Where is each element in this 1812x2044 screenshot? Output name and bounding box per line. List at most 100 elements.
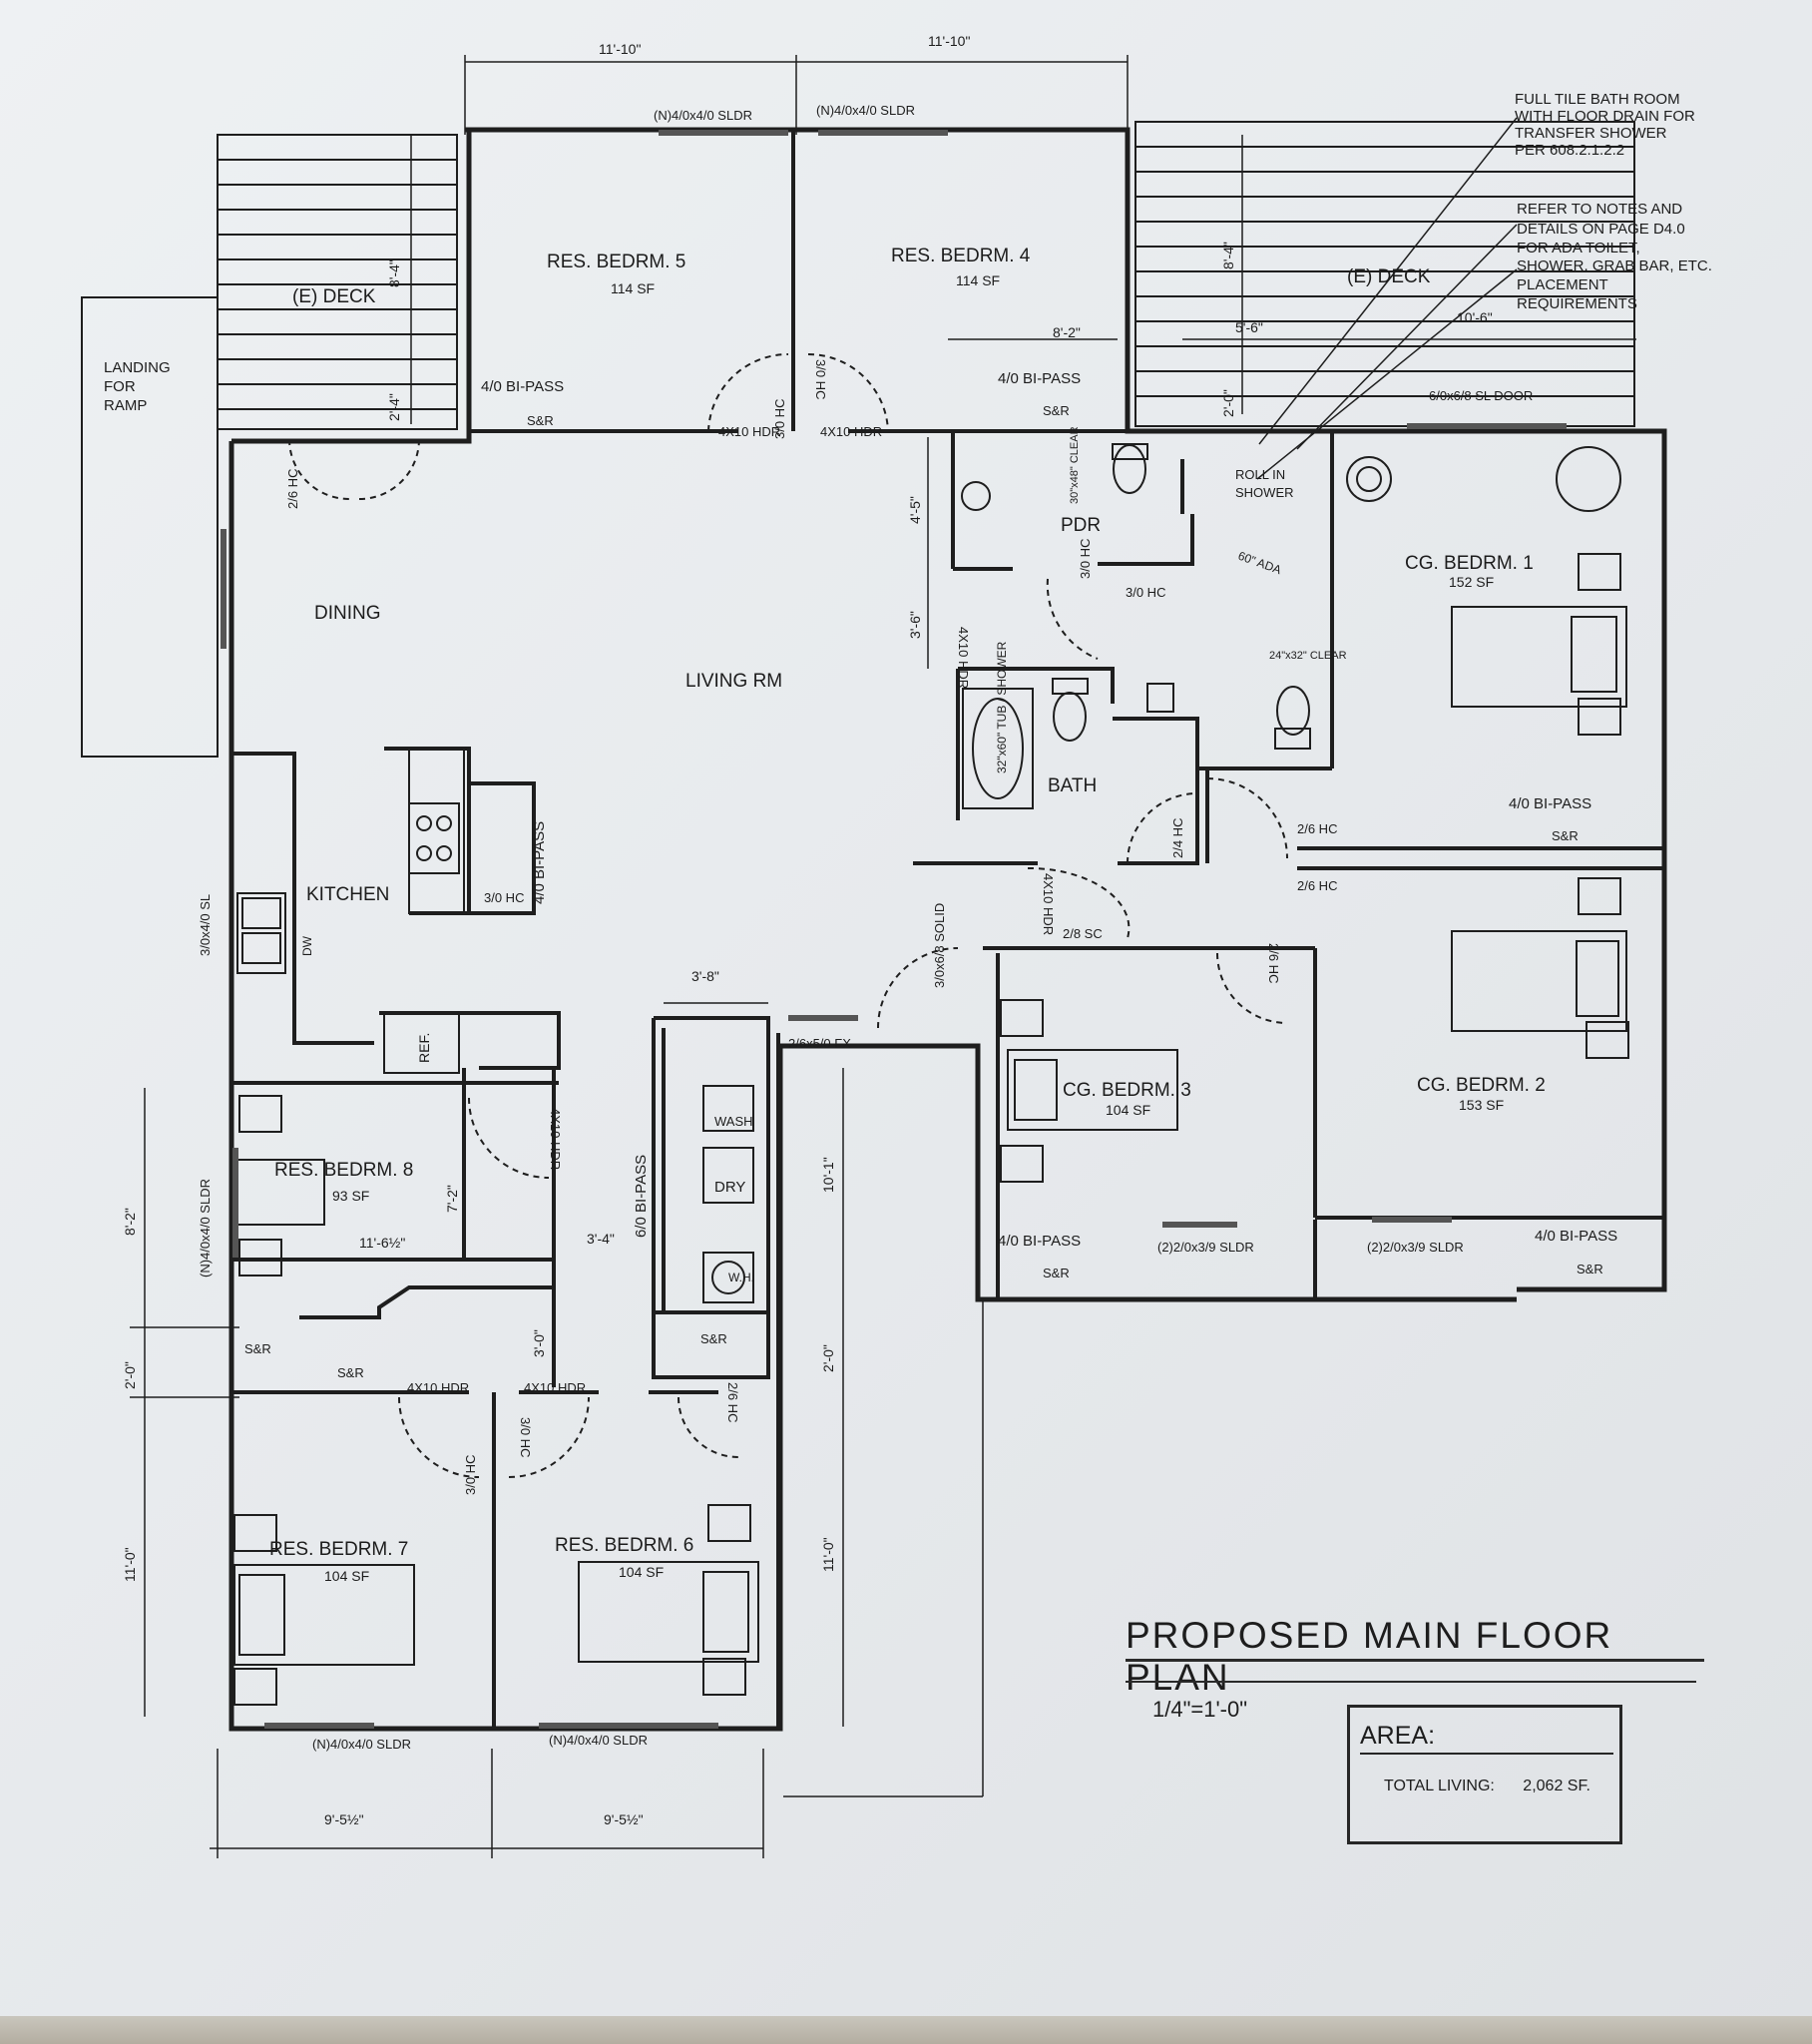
label-hdr7: 4X10 HDR xyxy=(548,1108,563,1170)
label-bipass-b2: 4/0 BI-PASS xyxy=(1535,1228,1617,1245)
label-door-28sc: 2/8 SC xyxy=(1063,926,1103,941)
windows xyxy=(221,130,1567,1729)
label-bipass-b5: 4/0 BI-PASS xyxy=(481,378,564,395)
roll-in-label-1: ROLL IN xyxy=(1235,467,1285,482)
kitchen-fixtures xyxy=(236,748,754,1303)
label-door-30hc-e: 3/0 HC xyxy=(1078,539,1093,579)
note1-line4: PER 608.2.1.2.2 xyxy=(1515,142,1624,159)
ramp-landing-outline xyxy=(81,296,219,758)
dim-right-b: 2'-0" xyxy=(820,1344,836,1372)
label-wash: WASH xyxy=(714,1114,753,1129)
label-bipass-kitchen: 4/0 BI-PASS xyxy=(531,821,548,904)
label-sr-b5: S&R xyxy=(527,413,554,428)
room-area-bedroom5: 114 SF xyxy=(611,280,655,296)
label-sr-b3: S&R xyxy=(1043,1266,1070,1280)
label-wh: W.H. xyxy=(728,1271,754,1284)
room-area-cg-bedroom1: 152 SF xyxy=(1449,574,1494,590)
dim-bedrm8-width: 11'-6½" xyxy=(359,1235,405,1251)
room-area-bedroom6: 104 SF xyxy=(619,1564,664,1580)
room-area-bedroom8: 93 SF xyxy=(332,1188,369,1204)
label-dw: DW xyxy=(300,935,314,956)
label-door-solid: 3/0x6/8 SOLID xyxy=(932,903,947,988)
landing-label-1: LANDING xyxy=(104,359,171,376)
dim-hall-b: 3'-6" xyxy=(907,611,923,639)
note1-line1: FULL TILE BATH ROOM xyxy=(1515,91,1680,108)
area-value: 2,062 SF. xyxy=(1523,1778,1590,1794)
label-door-30hc-a: 3/0 HC xyxy=(484,890,524,905)
label-sldr-bottom-left: (N)4/0x4/0 SLDR xyxy=(312,1737,411,1752)
area-label: TOTAL LIVING: xyxy=(1384,1778,1495,1794)
room-label-cg-bedroom1: CG. BEDRM. 1 xyxy=(1405,553,1534,574)
label-hdr4: 4X10 HDR xyxy=(524,1380,586,1395)
note-leaders xyxy=(1256,117,1518,480)
label-ref: REF. xyxy=(416,1033,432,1063)
area-line: TOTAL LIVING: 2,062 SF. xyxy=(1384,1778,1614,1795)
dim-laundry-width: 3'-8" xyxy=(691,968,719,984)
room-area-bedroom7: 104 SF xyxy=(324,1568,369,1584)
label-door-26hc-a: 2/6 HC xyxy=(1297,821,1337,836)
roll-in-label-2: SHOWER xyxy=(1235,485,1294,500)
dim-bedrm4-width: 8'-2" xyxy=(1053,324,1081,340)
dim-left-a: 8'-2" xyxy=(122,1208,138,1236)
dim-deck-right-c: 2'-0" xyxy=(1220,389,1236,417)
table-surface xyxy=(0,2016,1812,2044)
dim-deck-small-left: 2'-4" xyxy=(386,393,402,421)
label-sr-b2: S&R xyxy=(1577,1262,1603,1277)
room-label-deck-left: (E) DECK xyxy=(292,286,376,307)
note2-line1: REFER TO NOTES AND xyxy=(1517,201,1682,218)
room-label-bath: BATH xyxy=(1048,775,1097,796)
title-underline xyxy=(1126,1681,1696,1683)
label-sr-hall2: S&R xyxy=(337,1365,364,1380)
dim-top-left: 11'-10" xyxy=(599,41,641,57)
label-sr-hall: S&R xyxy=(244,1341,271,1356)
label-hdr6: 4X10 HDR xyxy=(1041,873,1056,935)
room-area-cg-bedroom2: 153 SF xyxy=(1459,1097,1504,1113)
label-sldr-top-right: (N)4/0x4/0 SLDR xyxy=(816,103,915,118)
label-door-30hc-g: 3/0 HC xyxy=(518,1417,533,1457)
dim-left-c: 11'-0" xyxy=(122,1547,138,1582)
dim-hall-c: 3'-4" xyxy=(587,1231,615,1247)
landing-label-2: FOR xyxy=(104,378,136,395)
label-dry: DRY xyxy=(714,1179,745,1196)
label-hdr2: 4X10 HDR xyxy=(820,424,882,439)
dimension-lines xyxy=(130,55,1636,1858)
area-heading: AREA: xyxy=(1360,1722,1613,1755)
label-door-30hc-b: 3/0 HC xyxy=(1126,585,1165,600)
interior-walls xyxy=(231,130,1664,1729)
label-bipass-b1: 4/0 BI-PASS xyxy=(1509,795,1591,812)
label-ada: 60" ADA xyxy=(1236,549,1283,578)
left-deck xyxy=(217,134,458,430)
room-label-deck-right: (E) DECK xyxy=(1347,266,1431,287)
label-bipass-laundry: 6/0 BI-PASS xyxy=(633,1155,650,1238)
dim-hall-a: 4'-5" xyxy=(907,496,923,524)
right-deck xyxy=(1134,121,1635,427)
label-sr-b4: S&R xyxy=(1043,403,1070,418)
room-label-bedroom4: RES. BEDRM. 4 xyxy=(891,246,1031,266)
room-label-cg-bedroom2: CG. BEDRM. 2 xyxy=(1417,1075,1546,1096)
label-door-30hc-c: 3/0 HC xyxy=(772,399,787,439)
label-door-26hc-c: 2/6 HC xyxy=(285,469,300,509)
label-hdr1: 4X10 HDR xyxy=(718,424,780,439)
label-hdr5: 4X10 HDR xyxy=(956,627,971,689)
room-label-bedroom8: RES. BEDRM. 8 xyxy=(274,1160,413,1181)
dim-bottom-left: 9'-5½" xyxy=(324,1811,364,1827)
label-sldr-b2: (2)2/0x3/9 SLDR xyxy=(1367,1240,1464,1255)
dim-bedrm8-height: 7'-2" xyxy=(444,1185,460,1213)
label-fx: 2/6x5/0 FX xyxy=(788,1036,851,1051)
label-sl-door: 6/0x6/8 SL DOOR xyxy=(1429,388,1533,403)
label-bipass-b3: 4/0 BI-PASS xyxy=(998,1233,1081,1250)
drawing-scale: 1/4"=1'-0" xyxy=(1152,1697,1248,1722)
dim-top-right: 11'-10" xyxy=(928,33,970,49)
room-label-living: LIVING RM xyxy=(685,671,782,692)
furniture-beds xyxy=(233,553,1629,1706)
dim-deck-right-height: 8'-4" xyxy=(1220,242,1236,269)
bath-fixtures xyxy=(961,443,1621,809)
note2-line3: FOR ADA TOILET, xyxy=(1517,240,1640,256)
room-label-pdr: PDR xyxy=(1061,515,1101,536)
label-door-26hc-e: 2/6 HC xyxy=(725,1382,740,1422)
label-bipass-b4: 4/0 BI-PASS xyxy=(998,370,1081,387)
label-sldr-bottom-right: (N)4/0x4/0 SLDR xyxy=(549,1733,648,1748)
drawing-title: PROPOSED MAIN FLOOR PLAN xyxy=(1126,1615,1704,1698)
